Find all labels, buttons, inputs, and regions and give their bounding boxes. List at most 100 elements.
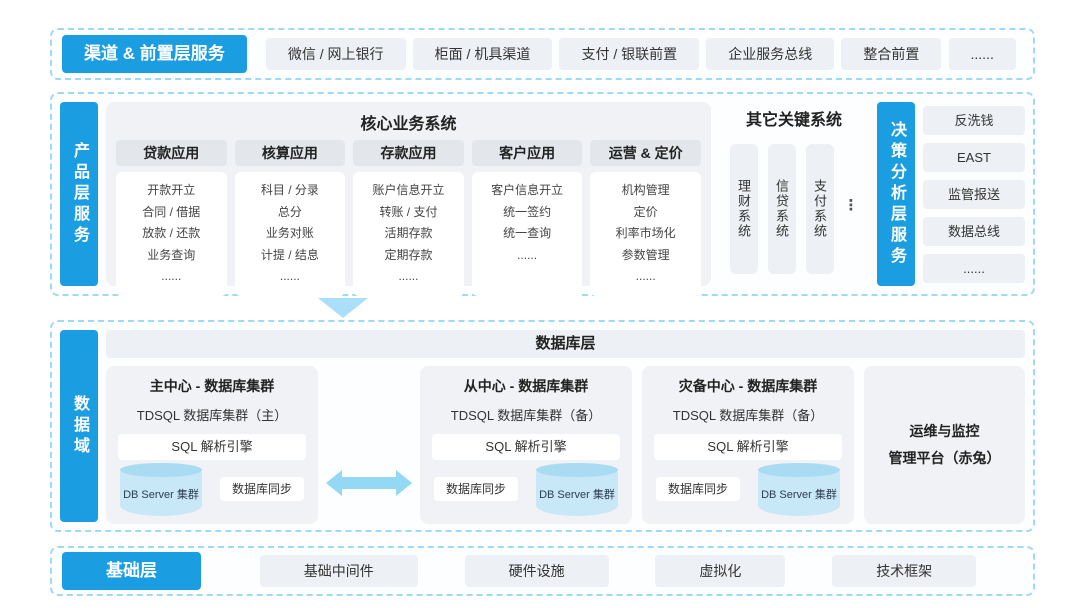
clusters-row: 主中心 - 数据库集群 TDSQL 数据库集群（主） SQL 解析引擎 DB S… [106,366,1025,524]
foundation-layer-label: 基础层 [62,552,201,590]
decision-item-regulatory: 监管报送 [923,179,1025,209]
db-server-cylinder: DB Server 集群 [536,463,618,516]
card-line: ...... [398,269,419,284]
card-line: 开款开立 [147,183,196,197]
foundation-items-row: 基础中间件 硬件设施 虚拟化 技术框架 [213,555,1023,587]
other-key-systems-title: 其它关键系统 [745,112,842,129]
core-column-customer: 客户应用 客户信息开立 统一签约 统一查询 ...... [471,140,583,296]
core-column-deposit: 存款应用 账户信息开立 转账 / 支付 活期存款 定期存款 ...... [353,140,464,296]
card-line: ...... [279,269,300,284]
foundation-item-framework: 技术框架 [832,555,977,587]
channel-item-payment: 支付 / 银联前置 [559,38,700,70]
cluster-title: 灾备中心 - 数据库集群 [678,378,818,394]
foundation-item-middleware: 基础中间件 [259,555,418,587]
channel-item-esb: 企业服务总线 [706,38,835,70]
card-line: 业务对账 [265,226,314,241]
ops-monitoring-platform: 运维与监控 管理平台（赤兔） [864,366,1025,524]
db-server-label: DB Server 集群 [539,488,615,501]
sql-parse-engine: SQL 解析引擎 [432,434,620,460]
card-line: 统一签约 [503,204,552,219]
card-line: 转账 / 支付 [379,204,438,219]
other-systems-pills: 理财系统 信贷系统 支付系统 ⋮ [719,136,869,286]
card-line: 放款 / 还款 [142,226,201,241]
card-line: 总分 [277,204,302,219]
replication-double-arrow [326,470,412,496]
decision-items-column: 反洗钱 EAST 监管报送 数据总线 ...... [923,102,1025,286]
card-line: 利率市场化 [615,226,676,241]
card-line: ...... [161,269,182,284]
other-system-credit: 信贷系统 [767,144,796,274]
core-column-accounting: 核算应用 科目 / 分录 总分 业务对账 计提 / 结息 ...... [234,140,346,296]
tdsql-cluster-label: TDSQL 数据库集群（备） [672,408,824,423]
data-domain-band: 数据域 数据库层 主中心 - 数据库集群 TDSQL 数据库集群（主） SQL … [50,320,1035,532]
sql-parse-engine: SQL 解析引擎 [654,434,842,460]
core-column-card: 科目 / 分录 总分 业务对账 计提 / 结息 ...... [234,172,346,296]
decision-item-databus: 数据总线 [923,216,1025,246]
card-line: 客户信息开立 [491,183,564,197]
other-system-payment: 支付系统 [805,144,834,274]
db-sync-pill: 数据库同步 [219,477,304,501]
core-systems-panel: 核心业务系统 贷款应用 开款开立 合同 / 借据 放款 / 还款 业务查询 ..… [106,102,711,296]
channel-item-wechat-bank: 微信 / 网上银行 [265,38,406,70]
core-column-title: 存款应用 [353,140,464,166]
core-column-card: 账户信息开立 转账 / 支付 活期存款 定期存款 ...... [353,172,464,296]
card-line: 定价 [633,204,658,219]
core-column-operations: 运营 & 定价 机构管理 定价 利率市场化 参数管理 ...... [590,140,701,296]
cluster-bottom-row: DB Server 集群 数据库同步 [118,462,306,516]
sql-parse-engine: SQL 解析引擎 [118,434,306,460]
core-column-loan: 贷款应用 开款开立 合同 / 借据 放款 / 还款 业务查询 ...... [116,140,227,296]
other-key-systems-section: 其它关键系统 理财系统 信贷系统 支付系统 ⋮ [719,102,869,286]
tdsql-cluster-label: TDSQL 数据库集群（主） [136,408,288,423]
card-line: ...... [635,269,656,284]
other-system-wealth: 理财系统 [729,144,758,274]
ops-platform-line2: 管理平台（赤兔） [888,450,1001,466]
decision-item-east: EAST [923,142,1025,172]
card-line: 账户信息开立 [372,183,445,197]
database-layer-title: 数据库层 [106,330,1025,358]
channel-layer-band: 渠道 & 前置层服务 微信 / 网上银行 柜面 / 机具渠道 支付 / 银联前置… [50,28,1035,80]
db-server-cylinder: DB Server 集群 [758,463,840,516]
cluster-title: 从中心 - 数据库集群 [463,378,589,394]
cluster-bottom-row: 数据库同步 DB Server 集群 [654,462,842,516]
cluster-title: 主中心 - 数据库集群 [149,378,275,394]
core-column-title: 核算应用 [234,140,346,166]
channel-layer-label: 渠道 & 前置层服务 [62,35,247,73]
foundation-layer-band: 基础层 基础中间件 硬件设施 虚拟化 技术框架 [50,546,1035,596]
product-layer-label: 产品层服务 [60,102,98,286]
core-column-title: 贷款应用 [116,140,227,166]
channel-item-more: ...... [948,38,1016,70]
card-line: 科目 / 分录 [260,183,319,197]
product-layer-band: 产品层服务 核心业务系统 贷款应用 开款开立 合同 / 借据 放款 / 还款 业… [50,92,1035,296]
db-sync-pill: 数据库同步 [656,477,741,501]
foundation-item-virtualization: 虚拟化 [655,555,786,587]
data-domain-label: 数据域 [60,330,98,522]
db-sync-pill: 数据库同步 [434,477,519,501]
decision-item-aml: 反洗钱 [923,105,1025,135]
core-systems-title: 核心业务系统 [360,116,457,133]
card-line: 合同 / 借据 [142,204,201,219]
db-server-cylinder: DB Server 集群 [120,463,202,516]
tdsql-cluster-label: TDSQL 数据库集群（备） [450,408,602,423]
card-line: ...... [517,247,538,262]
secondary-db-cluster: 从中心 - 数据库集群 TDSQL 数据库集群（备） SQL 解析引擎 数据库同… [420,366,632,524]
disaster-recovery-db-cluster: 灾备中心 - 数据库集群 TDSQL 数据库集群（备） SQL 解析引擎 数据库… [642,366,854,524]
core-column-card: 开款开立 合同 / 借据 放款 / 还款 业务查询 ...... [116,172,227,296]
card-line: 业务查询 [147,247,196,262]
channel-items-row: 微信 / 网上银行 柜面 / 机具渠道 支付 / 银联前置 企业服务总线 整合前… [259,38,1023,70]
decision-layer-label: 决策分析层服务 [877,102,915,286]
card-line: 统一查询 [503,226,552,241]
core-columns: 贷款应用 开款开立 合同 / 借据 放款 / 还款 业务查询 ...... 核算… [116,140,701,296]
data-domain-content: 数据库层 主中心 - 数据库集群 TDSQL 数据库集群（主） SQL 解析引擎… [106,330,1025,524]
core-column-card: 机构管理 定价 利率市场化 参数管理 ...... [590,172,701,296]
card-line: 计提 / 结息 [260,247,319,262]
card-line: 活期存款 [384,226,433,241]
flow-down-arrow [318,298,368,318]
ops-platform-line1: 运维与监控 [909,423,980,440]
core-column-card: 客户信息开立 统一签约 统一查询 ...... [471,172,583,296]
foundation-item-hardware: 硬件设施 [464,555,609,587]
cluster-bottom-row: 数据库同步 DB Server 集群 [432,462,620,516]
channel-item-counter: 柜面 / 机具渠道 [412,38,553,70]
decision-item-more: ...... [923,253,1025,283]
channel-item-integration: 整合前置 [841,38,942,70]
